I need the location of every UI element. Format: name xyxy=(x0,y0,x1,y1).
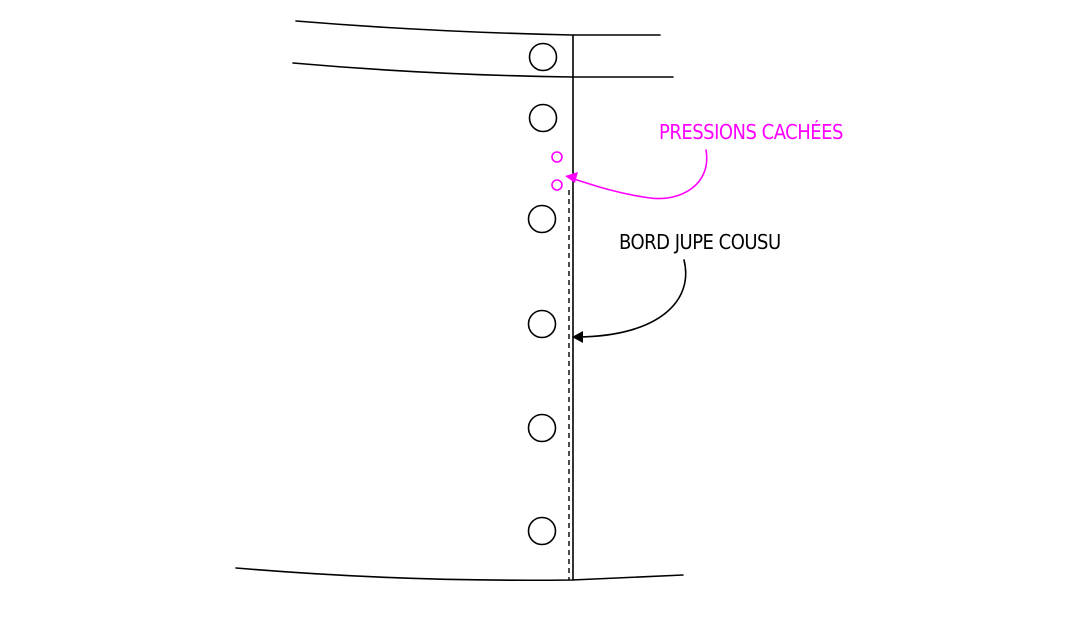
hidden-snap xyxy=(551,179,563,191)
sewn-edge-arrowhead xyxy=(572,331,583,343)
button xyxy=(528,103,558,133)
button xyxy=(527,413,557,443)
waistband-top-edge xyxy=(295,20,661,36)
button xyxy=(527,516,557,546)
hidden-snap xyxy=(551,151,563,163)
skirt-hem xyxy=(235,567,684,582)
button xyxy=(527,309,557,339)
button xyxy=(528,42,558,72)
waistband-bottom-edge xyxy=(292,62,674,78)
sewn-edge-arrow xyxy=(577,259,687,338)
button xyxy=(527,204,557,234)
hidden-snaps-arrowhead xyxy=(565,172,578,183)
sewn-edge-label: BORD JUPE COUSU xyxy=(619,230,781,254)
hidden-snaps-label: PRESSIONS CACHÉES xyxy=(659,120,843,144)
hidden-snaps-arrow xyxy=(567,149,708,200)
